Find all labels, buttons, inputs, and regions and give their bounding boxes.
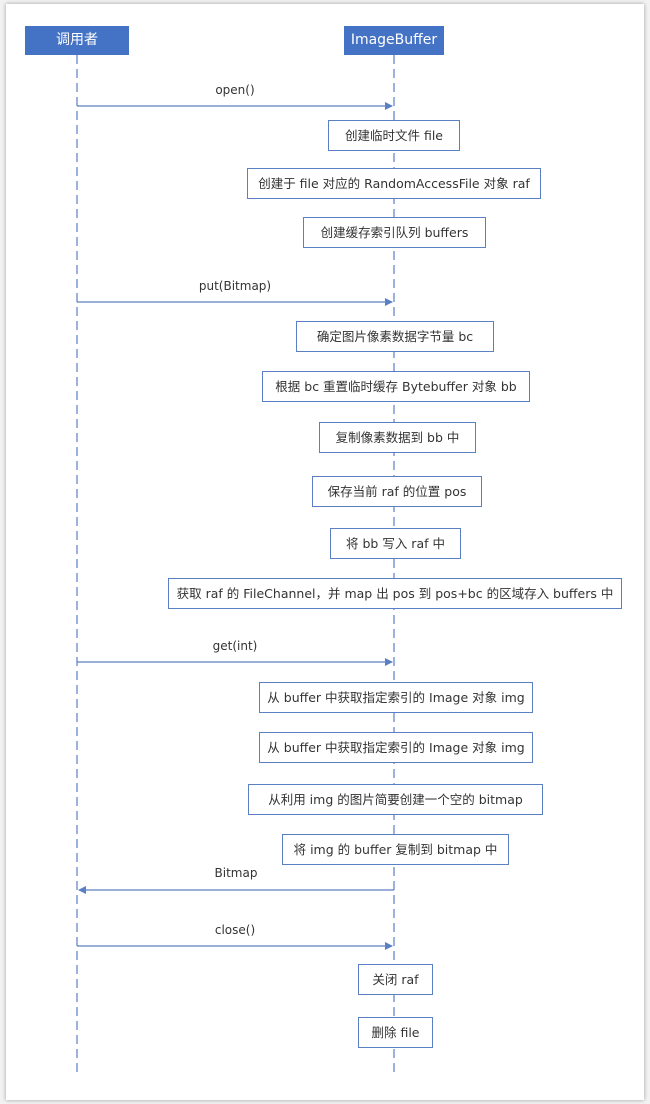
message-label: open() [215, 83, 255, 97]
step-box: 将 img 的 buffer 复制到 bitmap 中 [282, 834, 509, 865]
step-box: 创建于 file 对应的 RandomAccessFile 对象 raf [247, 168, 541, 199]
message-label: get(int) [212, 639, 258, 653]
step-box: 将 bb 写入 raf 中 [330, 528, 461, 559]
step-box: 保存当前 raf 的位置 pos [312, 476, 482, 507]
step-box: 删除 file [358, 1017, 433, 1048]
step-box: 从利用 img 的图片简要创建一个空的 bitmap [248, 784, 543, 815]
step-box: 从 buffer 中获取指定索引的 Image 对象 img [259, 682, 533, 713]
message-label: put(Bitmap) [198, 279, 272, 293]
participant-caller: 调用者 [25, 26, 129, 55]
step-box: 创建临时文件 file [328, 120, 460, 151]
step-box: 从 buffer 中获取指定索引的 Image 对象 img [259, 732, 533, 763]
step-box: 获取 raf 的 FileChannel，并 map 出 pos 到 pos+b… [168, 578, 622, 609]
message-label: close() [214, 923, 256, 937]
message-label: Bitmap [214, 866, 258, 880]
participant-imagebuffer: ImageBuffer [344, 26, 444, 55]
step-box: 确定图片像素数据字节量 bc [296, 321, 494, 352]
step-box: 根据 bc 重置临时缓存 Bytebuffer 对象 bb [262, 371, 530, 402]
step-box: 关闭 raf [358, 964, 433, 995]
diagram-frame: 调用者 ImageBuffer open() put(Bitmap) get(i… [6, 4, 644, 1100]
step-box: 复制像素数据到 bb 中 [319, 422, 476, 453]
step-box: 创建缓存索引队列 buffers [303, 217, 486, 248]
